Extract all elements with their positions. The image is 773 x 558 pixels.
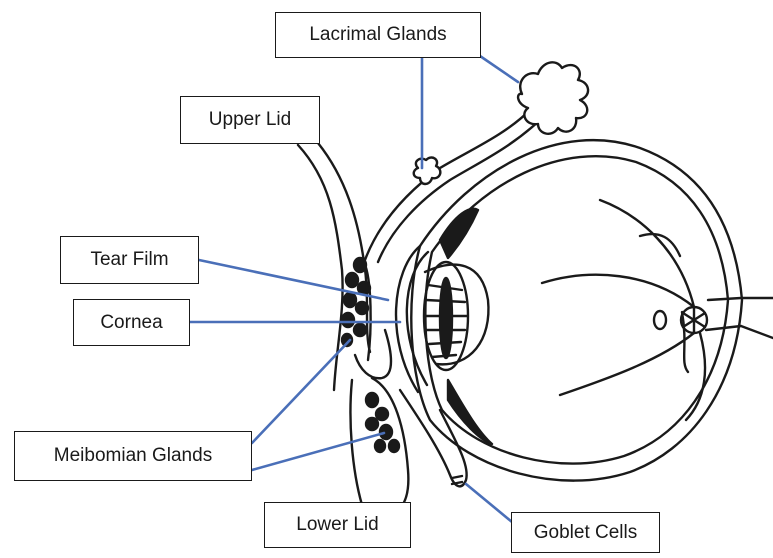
- lacrimal-gland-main: [518, 62, 588, 133]
- label-goblet-cells: Goblet Cells: [511, 512, 660, 553]
- label-upper-lid: Upper Lid: [180, 96, 320, 144]
- retinal-vessels: [542, 200, 705, 420]
- label-meibomian-glands: Meibomian Glands: [14, 431, 252, 481]
- leader-meibomian-lower: [252, 433, 384, 470]
- leader-lacrimal-main: [480, 56, 518, 82]
- leader-goblet: [466, 484, 512, 522]
- label-cornea: Cornea: [73, 299, 190, 346]
- fovea: [654, 311, 666, 329]
- label-tear-film: Tear Film: [60, 236, 199, 284]
- label-lacrimal-glands: Lacrimal Glands: [275, 12, 481, 58]
- lens: [425, 265, 488, 365]
- label-lower-lid: Lower Lid: [264, 502, 411, 548]
- leader-meibomian-upper: [252, 340, 350, 443]
- lacrimal-gland-accessory: [414, 158, 441, 184]
- ciliary-body-upper: [440, 209, 478, 258]
- sclera-outline: [411, 140, 742, 480]
